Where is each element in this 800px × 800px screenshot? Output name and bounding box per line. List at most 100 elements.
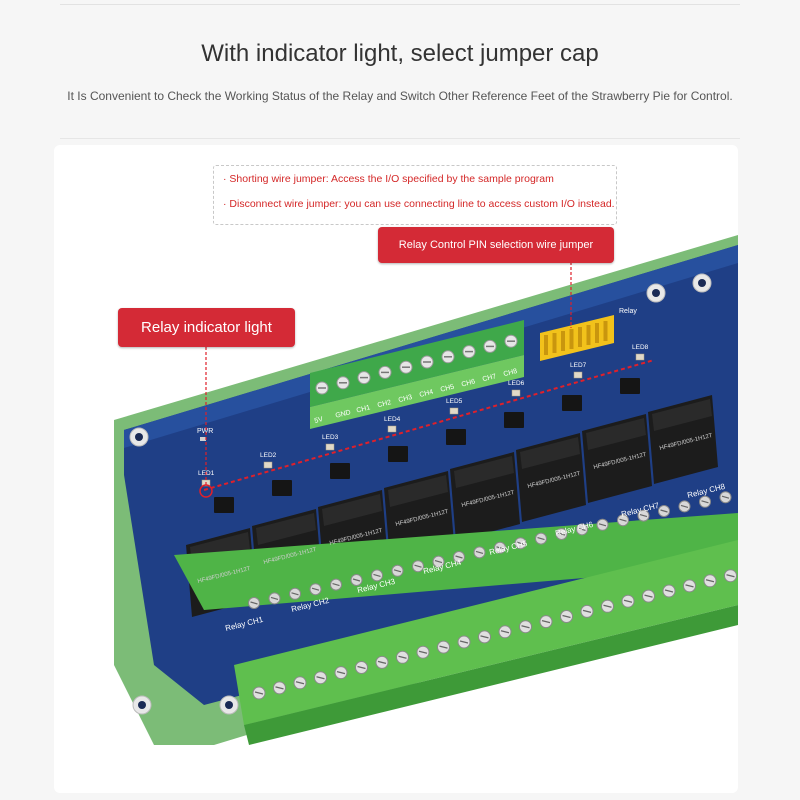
note-disconnect-jumper: · Disconnect wire jumper: you can use co… [223,198,615,210]
indicator-led [325,443,335,451]
screw-slot [377,660,387,665]
jumper-pin [595,323,599,343]
indicator-led [387,425,397,433]
screw-slot [680,504,689,508]
screw-slot [562,614,571,619]
screw-slot [475,550,484,554]
optocoupler [620,378,640,394]
relay-top-face [388,475,448,507]
led-label: LED7 [570,362,587,369]
screw-slot [373,573,381,577]
input-header-label: CH4 [419,389,434,399]
screw-slot [455,555,463,559]
optocoupler [446,429,466,445]
screw-slot [644,594,653,598]
mounting-hole-center [652,289,660,297]
input-terminal-base [310,355,524,429]
screw-slot [270,596,279,600]
screw-slot [295,681,305,685]
screw-slot [598,523,607,527]
screw-slot [619,518,627,522]
screw-slot [500,630,510,634]
screw-slot [582,609,592,614]
screw-slot [537,537,545,541]
power-led [200,437,206,441]
indicator-led [449,407,459,415]
input-header-label: CH7 [482,373,497,383]
input-header-label: GND [335,409,352,420]
led-label: LED3 [322,434,339,441]
input-header-label: CH3 [398,394,413,404]
section-divider [60,138,740,139]
screw-slot [332,583,340,587]
indicator-led [635,353,645,361]
optocoupler [272,480,292,496]
input-terminal-block [310,320,524,407]
screw-slot [275,686,284,690]
screw-slot [623,599,633,603]
screw-slot [434,560,443,564]
indicator-led [263,461,273,469]
optocoupler [214,497,234,513]
relay-top-face [586,418,646,450]
input-header-label: 5V [314,416,324,425]
jumper-pin [586,325,591,345]
screw-slot [459,640,469,644]
screw-slot [726,574,735,578]
jumper-callout-label: Relay Control PIN selection wire jumper [378,227,614,263]
led-label: LED5 [446,398,463,405]
screw-slot [352,578,361,582]
jumper-instructions-box: · Shorting wire jumper: Access the I/O s… [213,165,617,225]
mounting-hole-center [698,279,706,287]
screw-slot [578,527,586,531]
screw-slot [705,579,715,583]
screw-slot [311,587,320,591]
indicator-led [573,371,583,379]
jumper-pin [544,335,548,355]
screw-slot [496,546,504,550]
screw-slot [250,601,258,605]
output-terminal-face [244,605,738,745]
led-label: LED4 [384,416,401,423]
mounting-hole-center [135,433,143,441]
jumper-pin [603,321,608,341]
screw-slot [291,592,299,596]
led-label: LED2 [260,452,277,459]
screw-slot [639,514,648,518]
optocoupler [562,395,582,411]
led-label: LED6 [508,380,525,387]
led-label: LED8 [632,344,649,351]
screw-slot [516,541,525,545]
screw-slot [521,625,530,629]
note-shorting-jumper: · Shorting wire jumper: Access the I/O s… [223,173,554,185]
screw-slot [660,509,668,513]
jumper-label: Relay [619,308,637,315]
optocoupler [504,412,524,428]
screw-slot [254,691,264,695]
screw-slot [541,619,551,624]
screw-slot [316,676,325,680]
relay-top-face [652,399,712,431]
page-title: With indicator light, select jumper cap [201,40,599,67]
jumper-pin [569,329,574,349]
screw-slot [414,564,422,568]
screw-slot [701,500,709,504]
indicator-led [511,389,521,397]
input-header-label: CH5 [440,384,455,394]
mounting-hole-center [138,701,146,709]
input-header-label: CH8 [503,368,518,378]
screw-slot [393,569,402,573]
screw-slot [357,665,366,670]
power-led-label: PWR [197,428,213,435]
mounting-hole-center [225,701,233,709]
screw-slot [336,670,346,675]
screw-slot [398,655,407,659]
screw-slot [439,645,448,649]
page-subtitle: It Is Convenient to Check the Working St… [67,89,733,103]
input-header-label: CH2 [377,399,392,409]
jumper-pin [561,331,565,351]
screw-slot [480,635,489,639]
screw-slot [557,532,566,536]
